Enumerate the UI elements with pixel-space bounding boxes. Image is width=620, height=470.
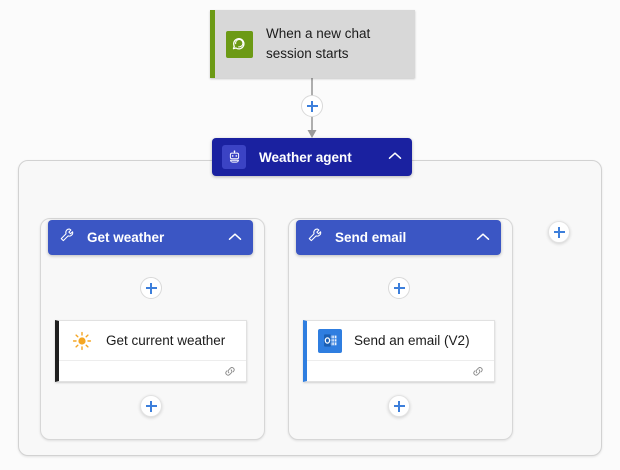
action-card-label: Get current weather <box>106 333 226 348</box>
add-tool-button[interactable] <box>548 221 570 243</box>
link-icon[interactable] <box>223 364 237 378</box>
action-card-footer <box>307 361 494 381</box>
wrench-icon <box>59 227 75 248</box>
tool-node-get-weather[interactable]: Get weather <box>48 220 253 255</box>
plus-icon <box>398 400 400 412</box>
add-step-send-email-top-button[interactable] <box>388 277 410 299</box>
trigger-label: When a new chat session starts <box>266 26 371 61</box>
sun-icon <box>70 329 94 353</box>
chevron-up-icon[interactable] <box>476 229 490 247</box>
plus-icon <box>150 282 152 294</box>
action-card-header: Send an email (V2) <box>307 321 494 361</box>
action-card-header: Get current weather <box>59 321 246 361</box>
add-step-get-weather-top-button[interactable] <box>140 277 162 299</box>
chat-bubble-icon <box>226 30 253 58</box>
chevron-up-icon[interactable] <box>228 229 242 247</box>
outlook-icon <box>318 328 342 353</box>
action-card-label: Send an email (V2) <box>354 333 470 348</box>
robot-icon <box>222 145 246 169</box>
link-icon[interactable] <box>471 364 485 378</box>
plus-icon <box>558 226 560 238</box>
chevron-up-icon[interactable] <box>388 148 402 166</box>
add-step-send-email-bottom-button[interactable] <box>388 395 410 417</box>
trigger-node[interactable]: When a new chat session starts <box>210 10 415 78</box>
agent-node[interactable]: Weather agent <box>212 138 412 176</box>
plus-icon <box>311 100 313 112</box>
wrench-icon <box>307 227 323 248</box>
plus-icon <box>150 400 152 412</box>
tool-label: Get weather <box>87 230 165 245</box>
action-card-footer <box>59 361 246 381</box>
agent-label: Weather agent <box>259 149 352 165</box>
action-card-get-current-weather[interactable]: Get current weather <box>55 320 247 382</box>
tool-label: Send email <box>335 230 407 245</box>
tool-node-send-email[interactable]: Send email <box>296 220 501 255</box>
plus-icon <box>398 282 400 294</box>
add-step-get-weather-bottom-button[interactable] <box>140 395 162 417</box>
action-card-send-an-email[interactable]: Send an email (V2) <box>303 320 495 382</box>
add-step-after-trigger-button[interactable] <box>301 95 323 117</box>
